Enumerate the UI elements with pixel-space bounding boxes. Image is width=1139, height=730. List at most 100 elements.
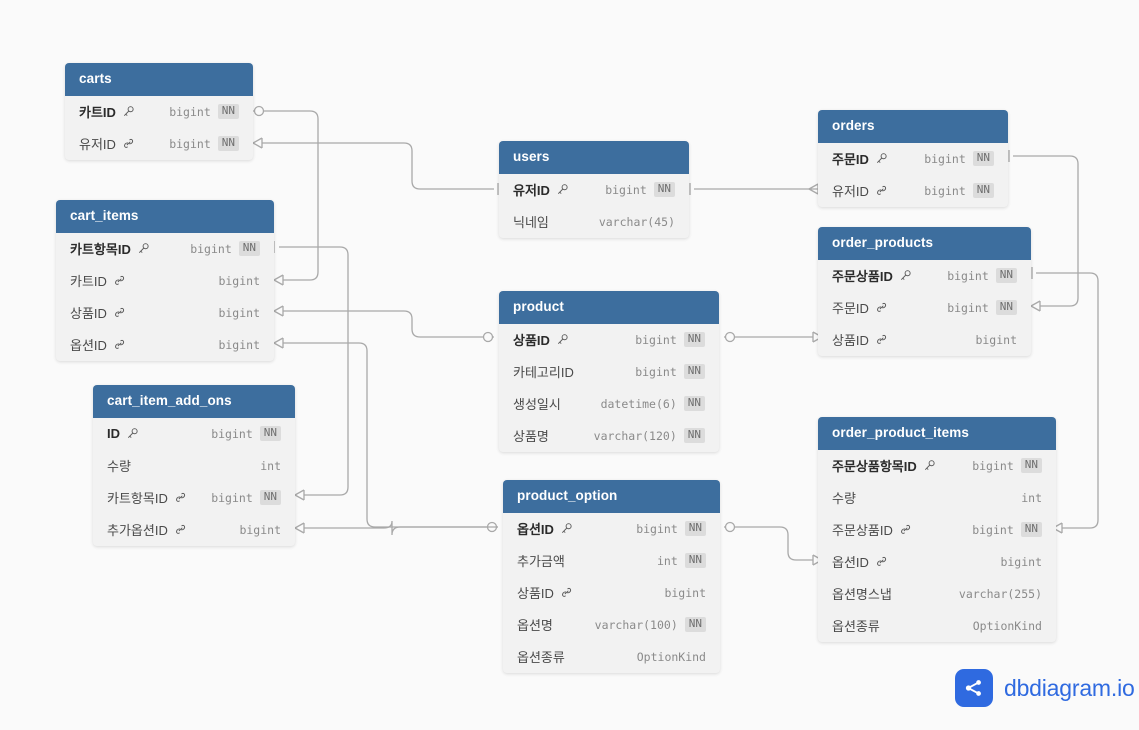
column-name: 상품명 [513, 429, 549, 445]
not-null-badge: NN [1020, 457, 1042, 474]
foreign-key-icon [875, 333, 888, 346]
column-row[interactable]: 주문상품ID bigint NN [818, 514, 1056, 546]
not-null-badge: NN [683, 363, 705, 380]
column-name: ID [107, 426, 120, 442]
table-title: cart_item_add_ons [93, 385, 295, 418]
foreign-key-icon [875, 184, 888, 197]
column-name: 상품ID [70, 306, 107, 322]
column-type: bigint [1000, 554, 1042, 569]
column-type: bigint [190, 241, 232, 256]
primary-key-icon [899, 269, 912, 282]
column-type: varchar(45) [598, 214, 675, 229]
primary-key-icon [137, 242, 150, 255]
not-null-badge: NN [259, 425, 281, 442]
column-name: 주문ID [832, 301, 869, 317]
column-name: 유저ID [79, 137, 116, 153]
column-type: bigint [605, 182, 647, 197]
not-null-badge: NN [995, 267, 1017, 284]
column-type: bigint [218, 337, 260, 352]
column-type: bigint [169, 104, 211, 119]
dbdiagram-logo[interactable]: dbdiagram.io [955, 669, 1135, 707]
column-type: bigint [972, 522, 1014, 537]
foreign-key-icon [560, 586, 573, 599]
not-null-badge: NN [653, 181, 675, 198]
column-name: 옵션ID [832, 555, 869, 571]
column-type: bigint [924, 151, 966, 166]
not-null-badge: NN [1020, 521, 1042, 538]
column-type: bigint [975, 332, 1017, 347]
column-row[interactable]: 상품명 varchar(120) NN [499, 420, 719, 452]
column-name: 주문ID [832, 152, 869, 168]
column-name: 옵션종류 [517, 650, 565, 666]
primary-key-icon [560, 522, 573, 535]
not-null-badge: NN [259, 489, 281, 506]
column-name: 주문상품ID [832, 523, 893, 539]
column-name: 생성일시 [513, 397, 561, 413]
not-null-badge: NN [684, 552, 706, 569]
column-name: 상품ID [513, 333, 550, 349]
column-type: int [1021, 490, 1042, 505]
table-title: order_product_items [818, 417, 1056, 450]
column-name: 옵션ID [517, 522, 554, 538]
not-null-badge: NN [238, 240, 260, 257]
foreign-key-icon [875, 555, 888, 568]
not-null-badge: NN [683, 427, 705, 444]
foreign-key-icon [122, 137, 135, 150]
column-name: 카트ID [70, 274, 107, 290]
column-name: 수량 [107, 459, 131, 475]
column-name: 주문상품ID [832, 269, 893, 285]
primary-key-icon [556, 183, 569, 196]
column-name: 추가옵션ID [107, 523, 168, 539]
not-null-badge: NN [217, 103, 239, 120]
column-type: varchar(120) [593, 428, 677, 443]
column-name: 상품ID [517, 586, 554, 602]
column-row[interactable]: 옵션ID bigint [818, 546, 1056, 578]
column-type: bigint [635, 332, 677, 347]
column-row[interactable]: 주문ID bigint NN [818, 143, 1008, 175]
not-null-badge: NN [972, 150, 994, 167]
not-null-badge: NN [684, 520, 706, 537]
foreign-key-icon [113, 274, 126, 287]
column-name: 옵션명 [517, 618, 553, 634]
foreign-key-icon [174, 523, 187, 536]
foreign-key-icon [174, 491, 187, 504]
